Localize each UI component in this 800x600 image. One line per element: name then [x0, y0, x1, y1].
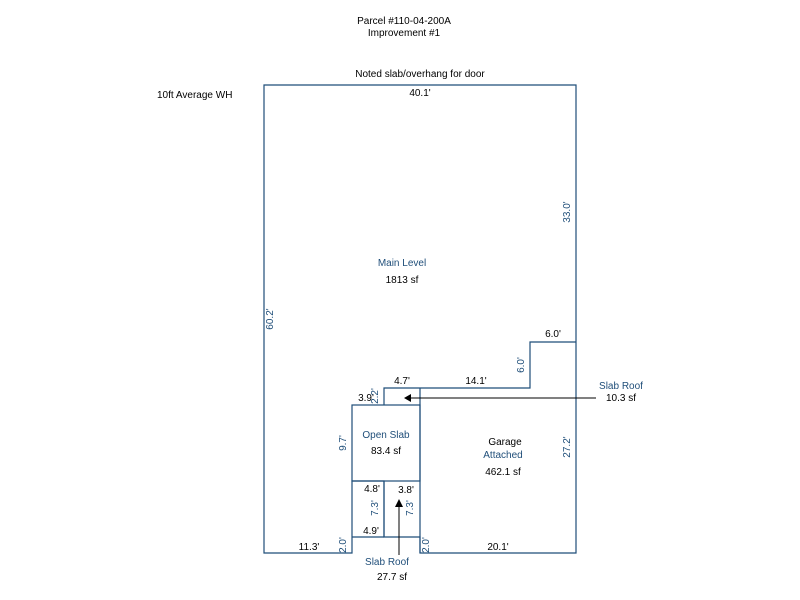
slab-roof-right-area: 10.3 sf	[606, 393, 636, 404]
open-slab-outline	[351, 404, 421, 482]
garage-area: 462.1 sf	[485, 467, 521, 478]
dim-garage-top: 14.1'	[465, 376, 486, 387]
dim-bottom-right: 20.1'	[487, 542, 508, 553]
dim-walkway-bottom: 3.8'	[398, 485, 414, 496]
dim-walkway-left: 7.3'	[370, 500, 381, 516]
slab-overhang-note: Noted slab/overhang for door	[355, 69, 485, 80]
dim-bottom-left: 11.3'	[299, 542, 320, 553]
garage-type: Attached	[483, 450, 522, 461]
main-level-label: Main Level	[378, 258, 426, 269]
garage-division-line	[383, 341, 576, 405]
dim-slab-bottom: 4.8'	[364, 484, 380, 495]
dim-top: 40.1'	[409, 88, 430, 99]
main-level-area: 1813 sf	[386, 275, 419, 286]
dim-notch-side: 6.0'	[516, 357, 527, 373]
garage-label: Garage	[488, 437, 522, 448]
parcel-title: Parcel #110-04-200A	[357, 16, 451, 27]
slab-roof-bottom-area: 27.7 sf	[377, 572, 407, 583]
dim-slab-left: 9.7'	[338, 435, 349, 451]
dim-stub-top: 4.7'	[394, 376, 410, 387]
improvement-title: Improvement #1	[368, 28, 441, 39]
dim-small-vertical: 2.2'	[370, 388, 381, 404]
slab-roof-bottom-arrowhead	[395, 499, 403, 507]
dim-small-left: 3.9'	[358, 393, 374, 404]
dim-step-left: 2.0'	[338, 537, 349, 553]
dim-right-lower: 27.2'	[562, 436, 573, 457]
open-slab-area: 83.4 sf	[371, 446, 401, 457]
slab-roof-right-label: Slab Roof	[599, 381, 643, 392]
open-slab-label: Open Slab	[362, 430, 410, 441]
dim-left: 60.2'	[265, 308, 276, 329]
wall-height-note: 10ft Average WH	[157, 90, 232, 101]
dim-right-upper: 33.0'	[562, 201, 573, 222]
slab-roof-right-arrowhead	[404, 394, 411, 402]
dim-notch-top: 6.0'	[545, 329, 561, 340]
slab-roof-bottom-label: Slab Roof	[365, 557, 409, 568]
dim-step-right: 2.0'	[421, 537, 432, 553]
dim-step-top: 4.9'	[363, 526, 379, 537]
dim-walkway-right: 7.3'	[405, 500, 416, 516]
